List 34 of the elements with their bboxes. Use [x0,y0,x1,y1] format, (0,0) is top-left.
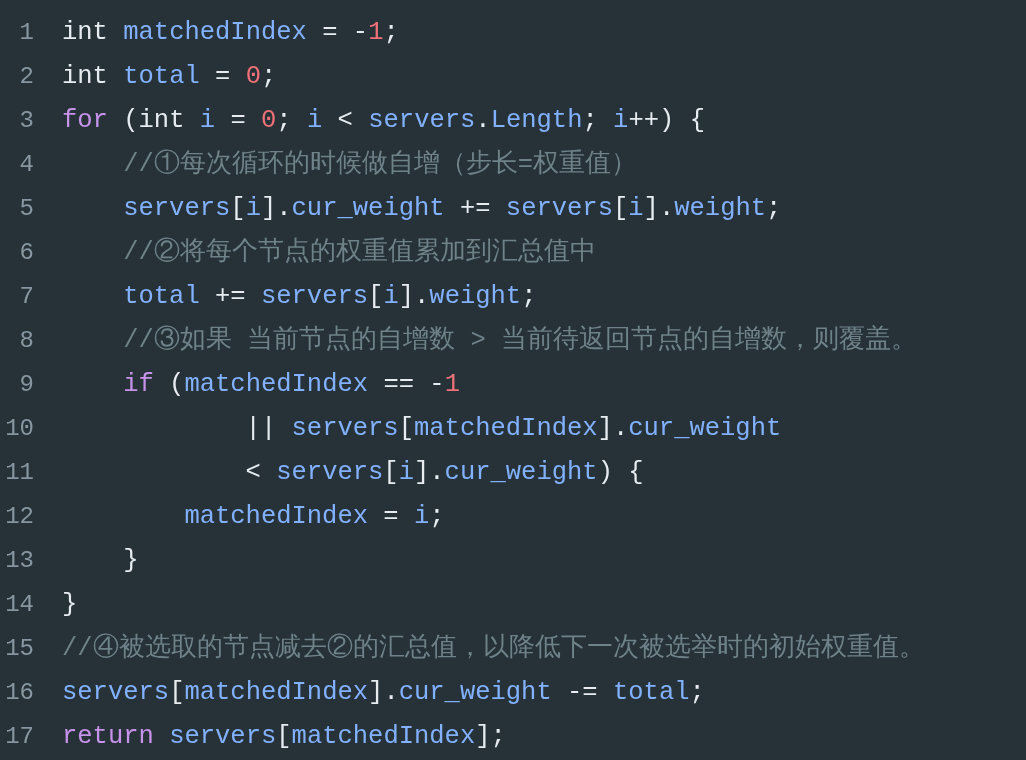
line-number: 12 [4,502,34,532]
code-line: servers[matchedIndex].cur_weight -= total; [62,678,705,708]
code-comment: //④被选取的节点减去②的汇总值，以降低下一次被选举时的初始权重值。 [62,634,925,664]
code-line: || servers[matchedIndex].cur_weight [245,414,782,444]
code-line: total += servers[i].weight; [123,282,537,312]
code-line: return servers[matchedIndex]; [62,722,506,752]
code-line: if (matchedIndex == -1 [123,370,460,400]
code-line: matchedIndex = i; [184,502,445,532]
code-line: < servers[i].cur_weight) { [245,458,644,488]
code-comment: //②将每个节点的权重值累加到汇总值中 [123,238,596,268]
code-line: for (int i = 0; i < servers.Length; i++) { [62,106,705,136]
code-line: int total = 0; [62,62,277,92]
line-number: 15 [4,634,34,664]
line-number: 13 [4,546,34,576]
code-line: int matchedIndex = -1; [62,18,399,48]
code-line: } [123,546,139,576]
line-number: 3 [18,106,34,136]
line-number: 4 [18,150,34,180]
line-number: 8 [18,326,34,356]
line-number: 7 [18,282,34,312]
code-line: } [62,590,78,620]
line-number: 5 [18,194,34,224]
line-number: 10 [4,414,34,444]
code-line: servers[i].cur_weight += servers[i].weight; [123,194,782,224]
line-number: 6 [18,238,34,268]
line-number: 16 [4,678,34,708]
code-comment: //③如果 当前节点的自增数 > 当前待返回节点的自增数，则覆盖。 [123,326,917,356]
line-number: 11 [4,458,34,488]
line-number: 17 [4,722,34,752]
line-number: 9 [18,370,34,400]
code-comment: //①每次循环的时候做自增（步长=权重值） [123,150,638,180]
line-number: 1 [18,18,34,48]
line-number: 14 [4,590,34,620]
line-number: 2 [18,62,34,92]
